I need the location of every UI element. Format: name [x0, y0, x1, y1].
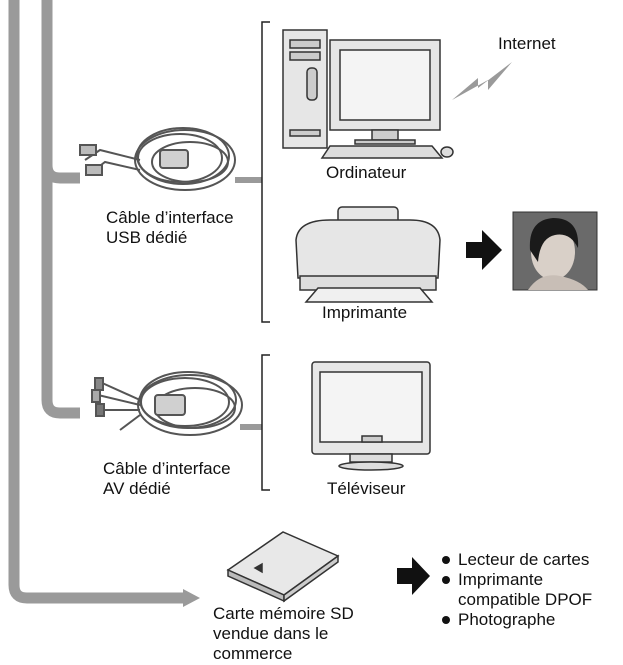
usb-cable-icon: [79, 127, 236, 191]
arrow-to-photo: [466, 230, 502, 270]
tv-icon: [311, 361, 431, 471]
arrow-to-outputs: [397, 557, 430, 595]
photo-icon: [512, 211, 598, 291]
arrow-to-sd-card: [183, 589, 200, 607]
av-cable-icon: [91, 371, 243, 436]
sd-card-label-line2: vendue dans le: [213, 624, 329, 643]
bracket-usb-devices: [261, 21, 270, 323]
av-cable-label-line1: Câble d’interface: [103, 459, 231, 478]
usb-cable-label-line2: USB dédié: [106, 228, 188, 247]
printer-icon: [295, 206, 441, 303]
connector-to-usb: [41, 0, 80, 184]
internet-label: Internet: [498, 34, 556, 53]
connector-lines: [8, 0, 185, 604]
connector-to-sd-card: [8, 0, 185, 604]
sd-output-photographer: Photographe: [440, 610, 592, 630]
connector-to-av: [41, 165, 80, 419]
sd-card-label-line1: Carte mémoire SD: [213, 604, 354, 623]
computer-label: Ordinateur: [326, 163, 407, 182]
av-cable-label-line2: AV dédié: [103, 479, 171, 498]
sd-output-card-reader: Lecteur de cartes: [440, 550, 592, 570]
usb-cable-label-line1: Câble d’interface: [106, 208, 234, 227]
tv-label: Téléviseur: [327, 479, 406, 498]
computer-icon: [282, 29, 454, 159]
sd-card-label-line3: commerce: [213, 644, 293, 663]
printer-label: Imprimante: [322, 303, 408, 322]
bracket-av-devices: [261, 354, 270, 491]
internet-signal-icon: [452, 62, 512, 100]
sd-card-icon: [226, 531, 340, 603]
